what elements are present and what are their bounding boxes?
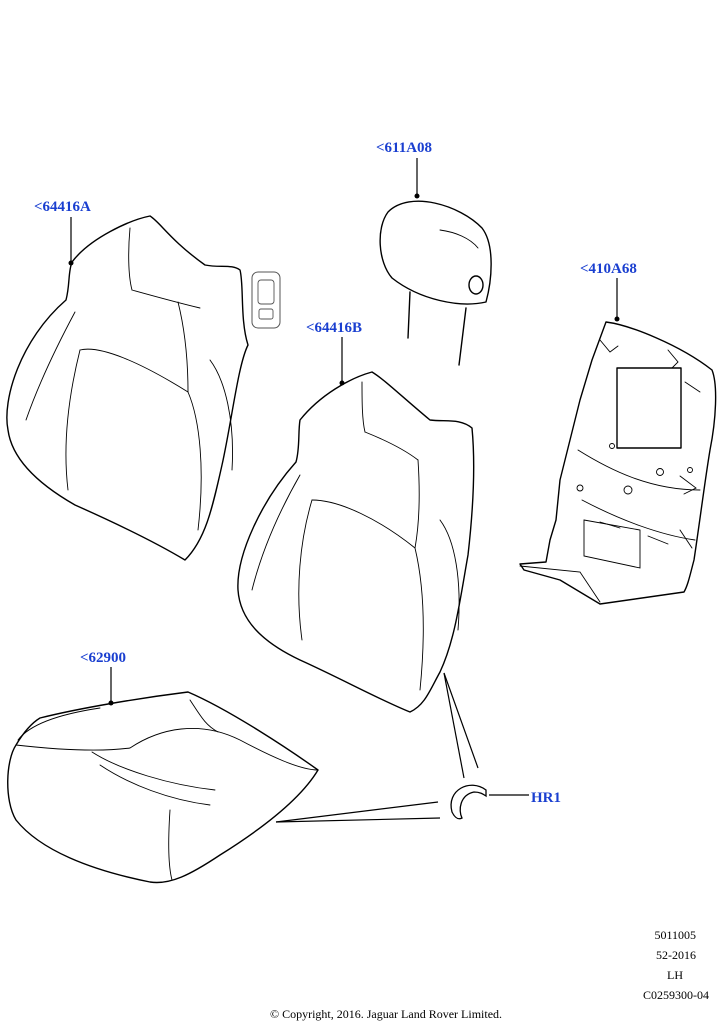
callout-left-back-cover[interactable]: <64416A [34, 199, 91, 215]
seat-switch-panel[interactable] [251, 271, 281, 329]
left-seat-back-cover[interactable] [6, 215, 249, 561]
ref-code-2: 52-2016 [656, 948, 696, 962]
callout-back-panel[interactable]: <410A68 [580, 261, 637, 277]
cushion-cover-outline [7, 691, 319, 884]
headrest-body [379, 200, 492, 305]
callout-cushion-cover[interactable]: <62900 [80, 650, 126, 666]
hog-ring[interactable] [450, 784, 487, 820]
headrest-release-button [468, 275, 484, 295]
seat-back-rear-panel[interactable] [519, 321, 717, 605]
seat-cushion-cover[interactable] [7, 691, 319, 884]
ref-code-1: 5011005 [654, 928, 696, 942]
illustration-id: C0259300-04 [643, 988, 709, 1002]
headrest[interactable] [379, 200, 492, 366]
headrest-post-left [407, 291, 411, 339]
callout-hog-ring[interactable]: HR1 [531, 790, 561, 806]
rear-panel-outline [519, 321, 717, 605]
callout-headrest[interactable]: <611A08 [376, 140, 432, 156]
copyright-notice: © Copyright, 2016. Jaguar Land Rover Lim… [270, 1007, 502, 1021]
callout-center-back-cover[interactable]: <64416B [306, 320, 362, 336]
switch-icon [257, 279, 275, 305]
ref-side: LH [667, 968, 683, 982]
center-back-cover-outline [237, 371, 475, 713]
center-seat-back-cover[interactable] [237, 371, 475, 713]
leader-lines [68, 158, 620, 823]
hog-ring-icon [450, 784, 487, 820]
rear-panel-window [616, 367, 682, 449]
left-back-cover-outline [6, 215, 249, 561]
headrest-post-right [458, 307, 467, 366]
